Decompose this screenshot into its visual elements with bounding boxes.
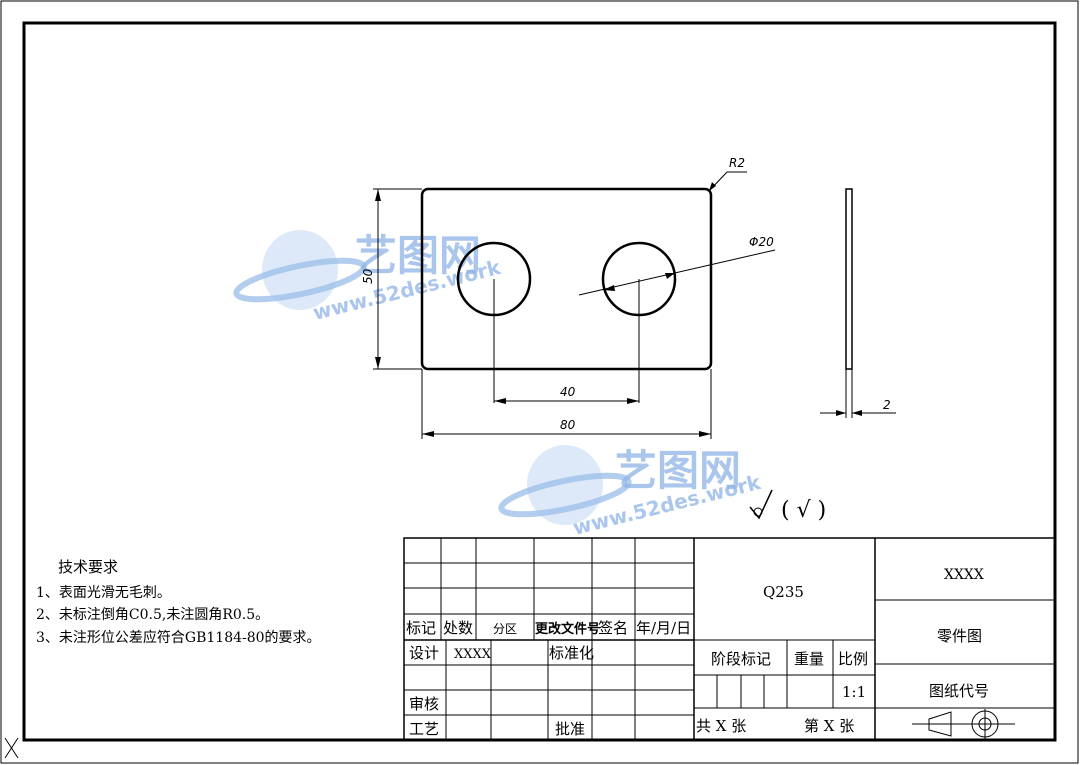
tb-drawing-name: 零件图 (937, 627, 982, 645)
hole-spacing-label: 40 (560, 385, 576, 399)
width-label: 80 (560, 418, 576, 432)
roughness-symbol: ( √ ) (749, 489, 826, 523)
tb-mark: 标记 (406, 619, 436, 637)
tb-process: 工艺 (409, 720, 439, 738)
title-block (403, 537, 1056, 741)
note-item: 2、未标注倒角C0.5,未注圆角R0.5。 (36, 607, 269, 623)
tb-signature: 签名 (598, 619, 628, 637)
notes-title: 技术要求 (58, 558, 118, 576)
note-item: 3、未注形位公差应符合GB1184-80的要求。 (36, 629, 321, 646)
tb-approve: 批准 (555, 720, 585, 738)
height-label: 50 (361, 268, 375, 284)
roughness-label: ( √ ) (781, 498, 826, 523)
tb-weight: 重量 (794, 650, 824, 668)
corner-mark (4, 737, 19, 759)
tb-drawing-no: 图纸代号 (929, 682, 989, 700)
tb-sheet: 第 X 张 (804, 717, 854, 735)
tb-change-doc: 更改文件号 (535, 621, 600, 637)
tb-standard: 标准化 (549, 644, 594, 662)
height-dimension: 50 (361, 188, 422, 370)
tb-zone: 分区 (493, 622, 517, 636)
hole-spacing-dimension: 40 (494, 385, 639, 404)
tb-material: Q235 (763, 583, 804, 601)
projection-symbol (912, 709, 1015, 740)
radius-label: R2 (729, 156, 745, 170)
tb-scale-label: 比例 (838, 650, 868, 668)
tb-count: 处数 (443, 619, 473, 637)
tb-company: XXXX (944, 567, 984, 583)
plate-outline (420, 187, 713, 371)
tb-designer: XXXX (454, 647, 492, 662)
watermark-brand: 艺图网 (615, 446, 741, 495)
diameter-callout: Φ20 (578, 235, 776, 296)
side-view: 2 (820, 188, 896, 418)
width-dimension: 80 (421, 369, 712, 439)
radius-callout: R2 (708, 156, 747, 192)
note-item: 1、表面光滑无毛刺。 (36, 584, 171, 601)
tb-date: 年/月/日 (636, 619, 691, 637)
tb-stage-mark: 阶段标记 (711, 650, 771, 668)
tb-review: 审核 (409, 695, 439, 713)
watermark-logo: 艺图网 www.52des.work (498, 445, 764, 540)
tb-scale: 1:1 (842, 683, 866, 701)
tb-design: 设计 (409, 644, 439, 662)
diameter-label: Φ20 (749, 235, 774, 249)
watermark-brand: 艺图网 (355, 231, 481, 280)
thickness-label: 2 (883, 398, 891, 412)
tb-total: 共 X 张 (696, 717, 746, 735)
